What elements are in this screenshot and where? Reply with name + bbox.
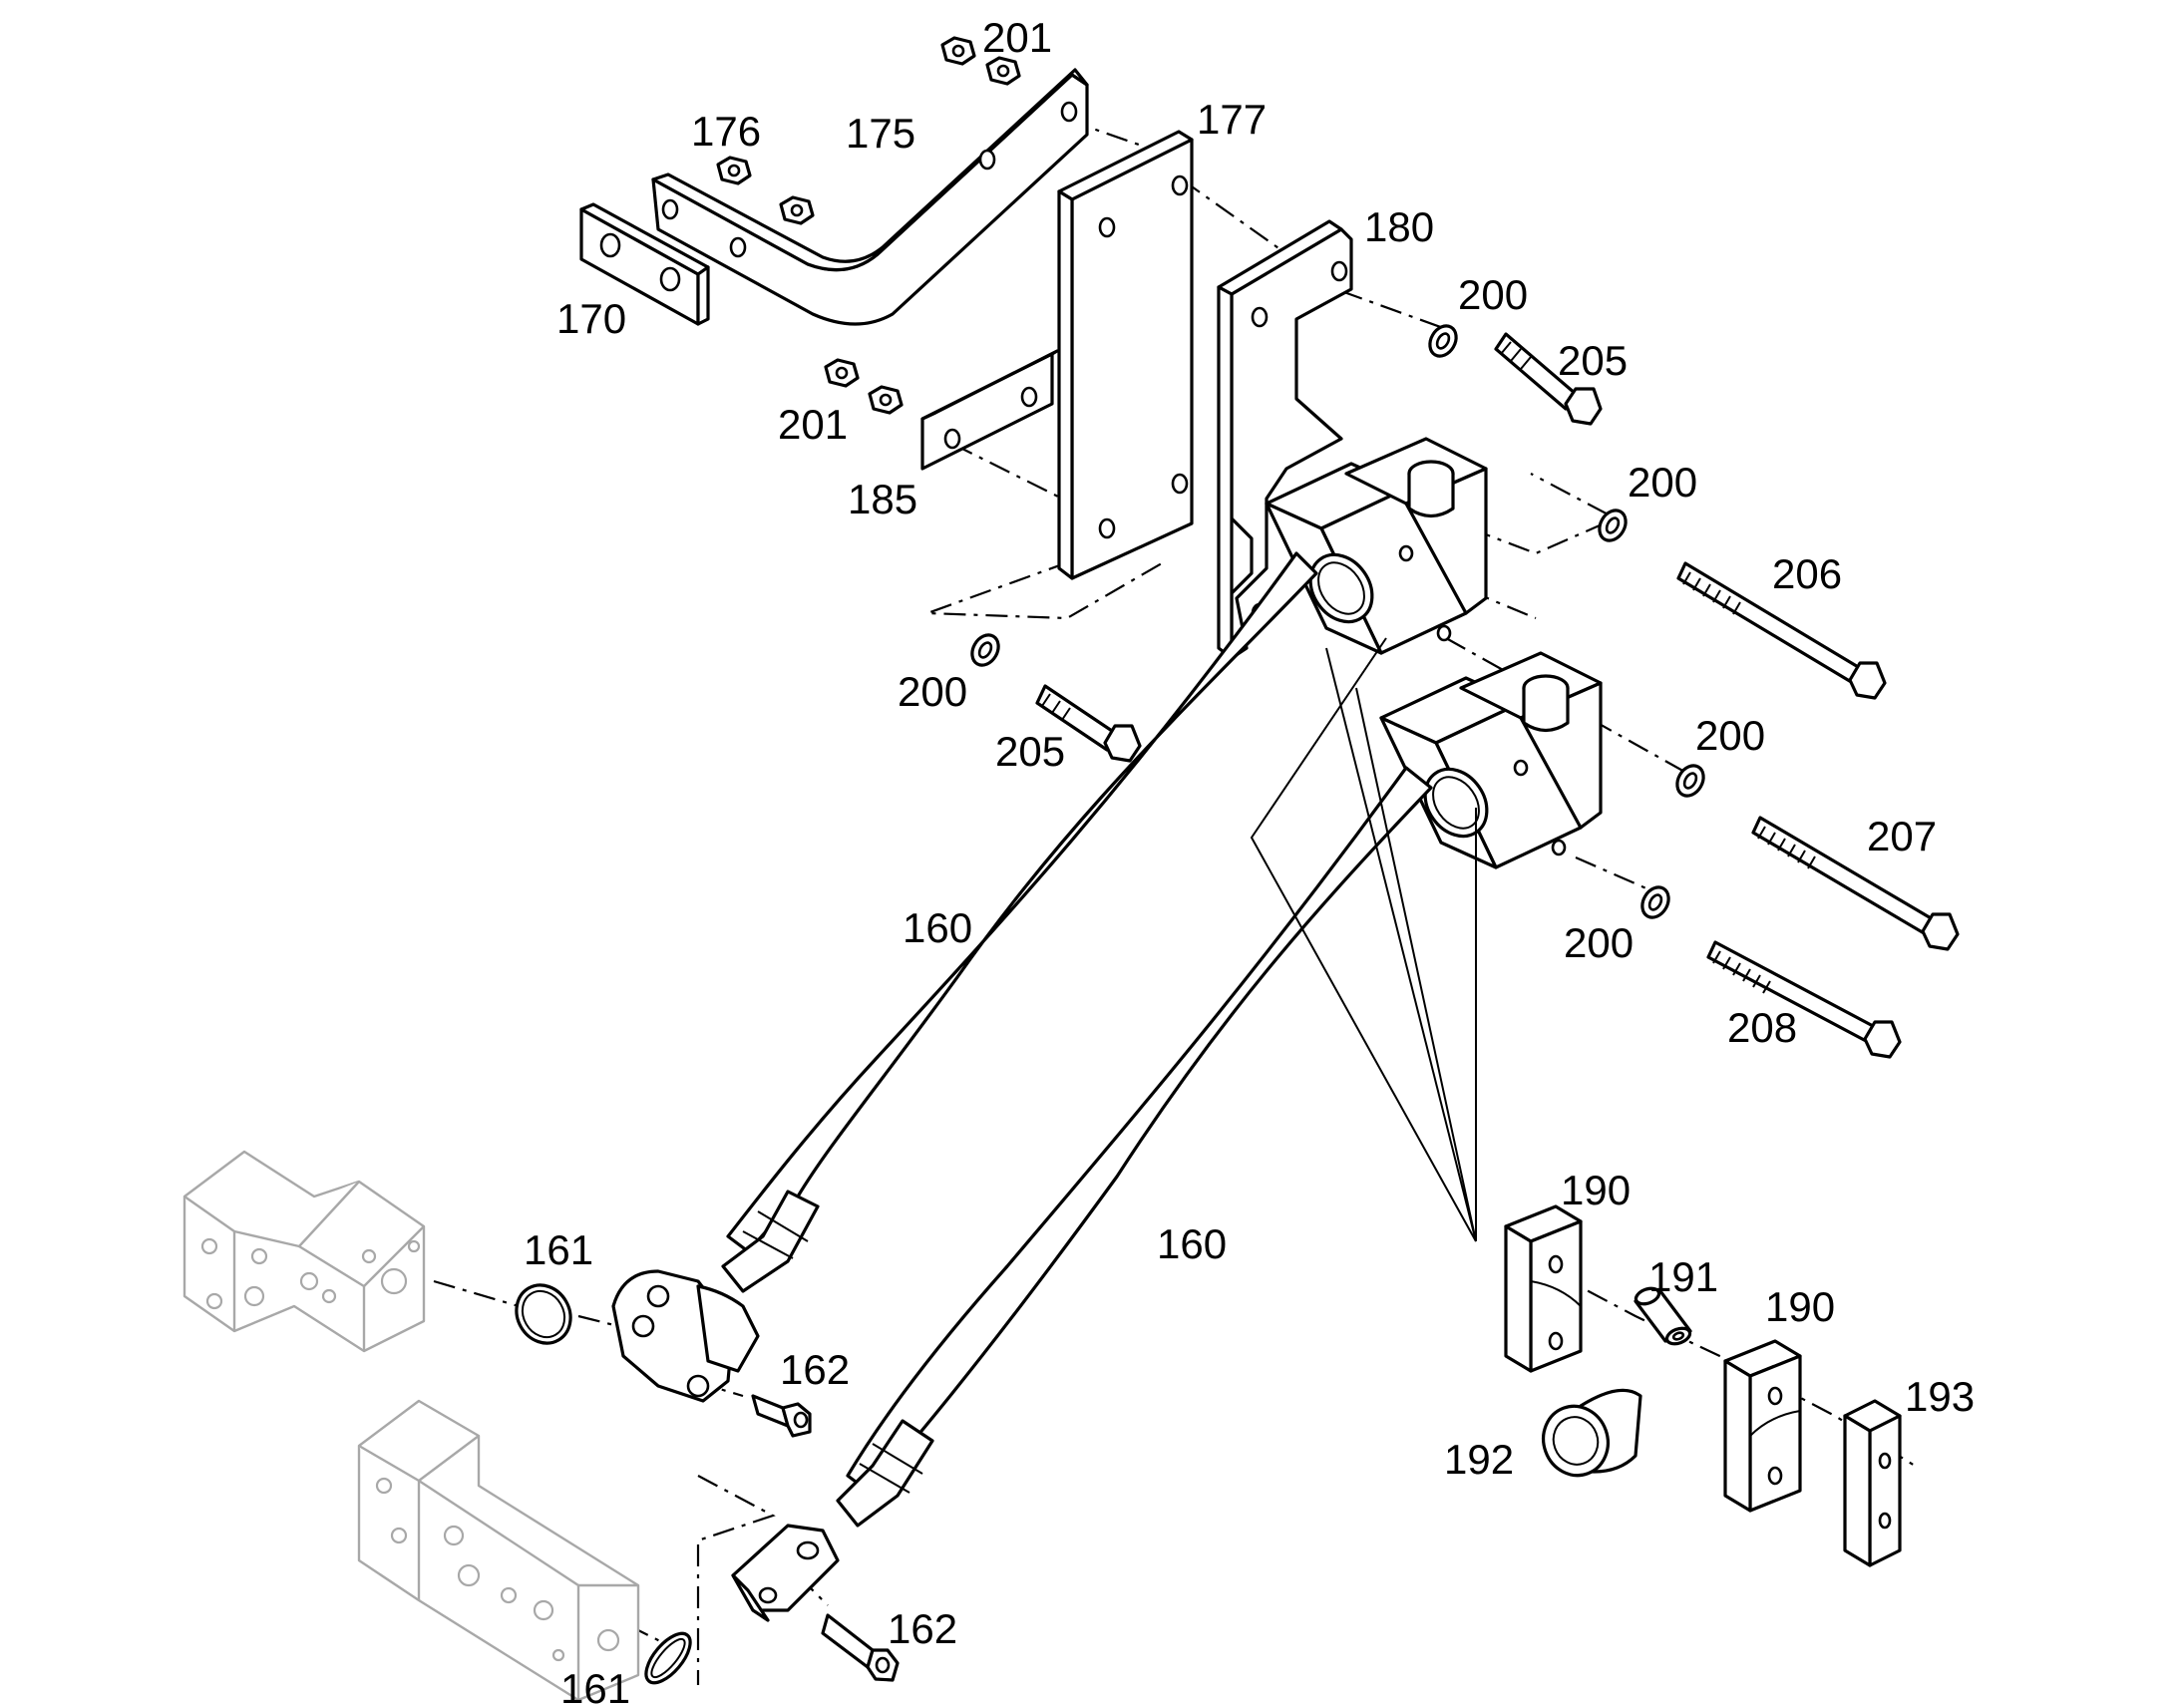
- label-193: 193: [1905, 1373, 1975, 1420]
- part-labels: 201 176 175 177 180 200 205 170 201 185 …: [524, 14, 1975, 1708]
- part-206-bolt: [1676, 561, 1887, 700]
- label-161-upper: 161: [524, 1226, 593, 1273]
- label-160-upper: 160: [903, 904, 972, 951]
- part-170-plate: [579, 202, 710, 326]
- label-200-e: 200: [1564, 919, 1634, 966]
- lower-hose-flange: [731, 1524, 840, 1622]
- part-190-clamp-half-right: [1723, 1339, 1802, 1513]
- part-192-bushing: [1542, 1388, 1642, 1478]
- part-180-bracket: [1217, 219, 1353, 660]
- ghost-valve-block-lower: [357, 1399, 640, 1702]
- part-175-bracket: [651, 68, 1089, 326]
- part-162-screw-upper: [751, 1394, 812, 1438]
- part-177-plate: [1057, 130, 1194, 580]
- label-162-upper: 162: [780, 1346, 850, 1393]
- label-162-lower: 162: [888, 1605, 957, 1652]
- part-193-end-plate: [1843, 1399, 1902, 1567]
- label-192: 192: [1444, 1436, 1514, 1483]
- part-160-hose-lower: [836, 766, 1433, 1528]
- label-206: 206: [1772, 550, 1842, 597]
- label-190-right: 190: [1765, 1283, 1835, 1330]
- part-162-screw-lower: [821, 1613, 900, 1682]
- label-201-top: 201: [982, 14, 1052, 61]
- part-191-sleeve: [1634, 1286, 1692, 1346]
- label-185: 185: [848, 476, 917, 522]
- label-205-a: 205: [1558, 337, 1628, 384]
- part-161-o-ring-upper: [515, 1283, 572, 1345]
- part-205-bolt-lower: [1035, 684, 1142, 763]
- label-190-left: 190: [1561, 1167, 1631, 1213]
- part-190-clamp-half-left: [1504, 1204, 1583, 1373]
- label-160-lower: 160: [1157, 1220, 1227, 1267]
- part-185-plate: [920, 349, 1059, 471]
- part-208-bolt: [1706, 940, 1902, 1059]
- label-201-lower: 201: [778, 401, 848, 448]
- part-176-nuts: [716, 156, 815, 225]
- upper-clamp-block: [1265, 437, 1488, 655]
- part-160-hose-upper: [721, 551, 1318, 1293]
- lower-clamp-block: [1379, 651, 1603, 869]
- part-207-bolt: [1751, 816, 1960, 951]
- part-161-o-ring-lower: [644, 1631, 692, 1685]
- upper-hose-flange: [611, 1269, 760, 1403]
- part-201-nuts-lower: [824, 358, 904, 415]
- label-175: 175: [846, 110, 915, 157]
- label-200-a: 200: [1458, 271, 1528, 318]
- label-180: 180: [1364, 203, 1434, 250]
- label-205-b: 205: [995, 728, 1065, 775]
- label-176: 176: [691, 108, 761, 155]
- part-200-washers: [970, 324, 1705, 919]
- ghost-valve-block-upper: [182, 1150, 426, 1353]
- part-201-nuts-top: [940, 36, 1021, 86]
- label-200-c: 200: [898, 668, 967, 715]
- label-200-d: 200: [1695, 712, 1765, 759]
- part-205-bolt-upper: [1494, 332, 1603, 426]
- label-191: 191: [1648, 1253, 1718, 1300]
- label-161-lower: 161: [560, 1665, 630, 1708]
- label-207: 207: [1867, 813, 1937, 859]
- label-208: 208: [1727, 1004, 1797, 1051]
- leader-lines: [1250, 637, 1477, 1242]
- label-177: 177: [1197, 96, 1267, 143]
- label-200-b: 200: [1628, 459, 1697, 506]
- label-170: 170: [556, 295, 626, 342]
